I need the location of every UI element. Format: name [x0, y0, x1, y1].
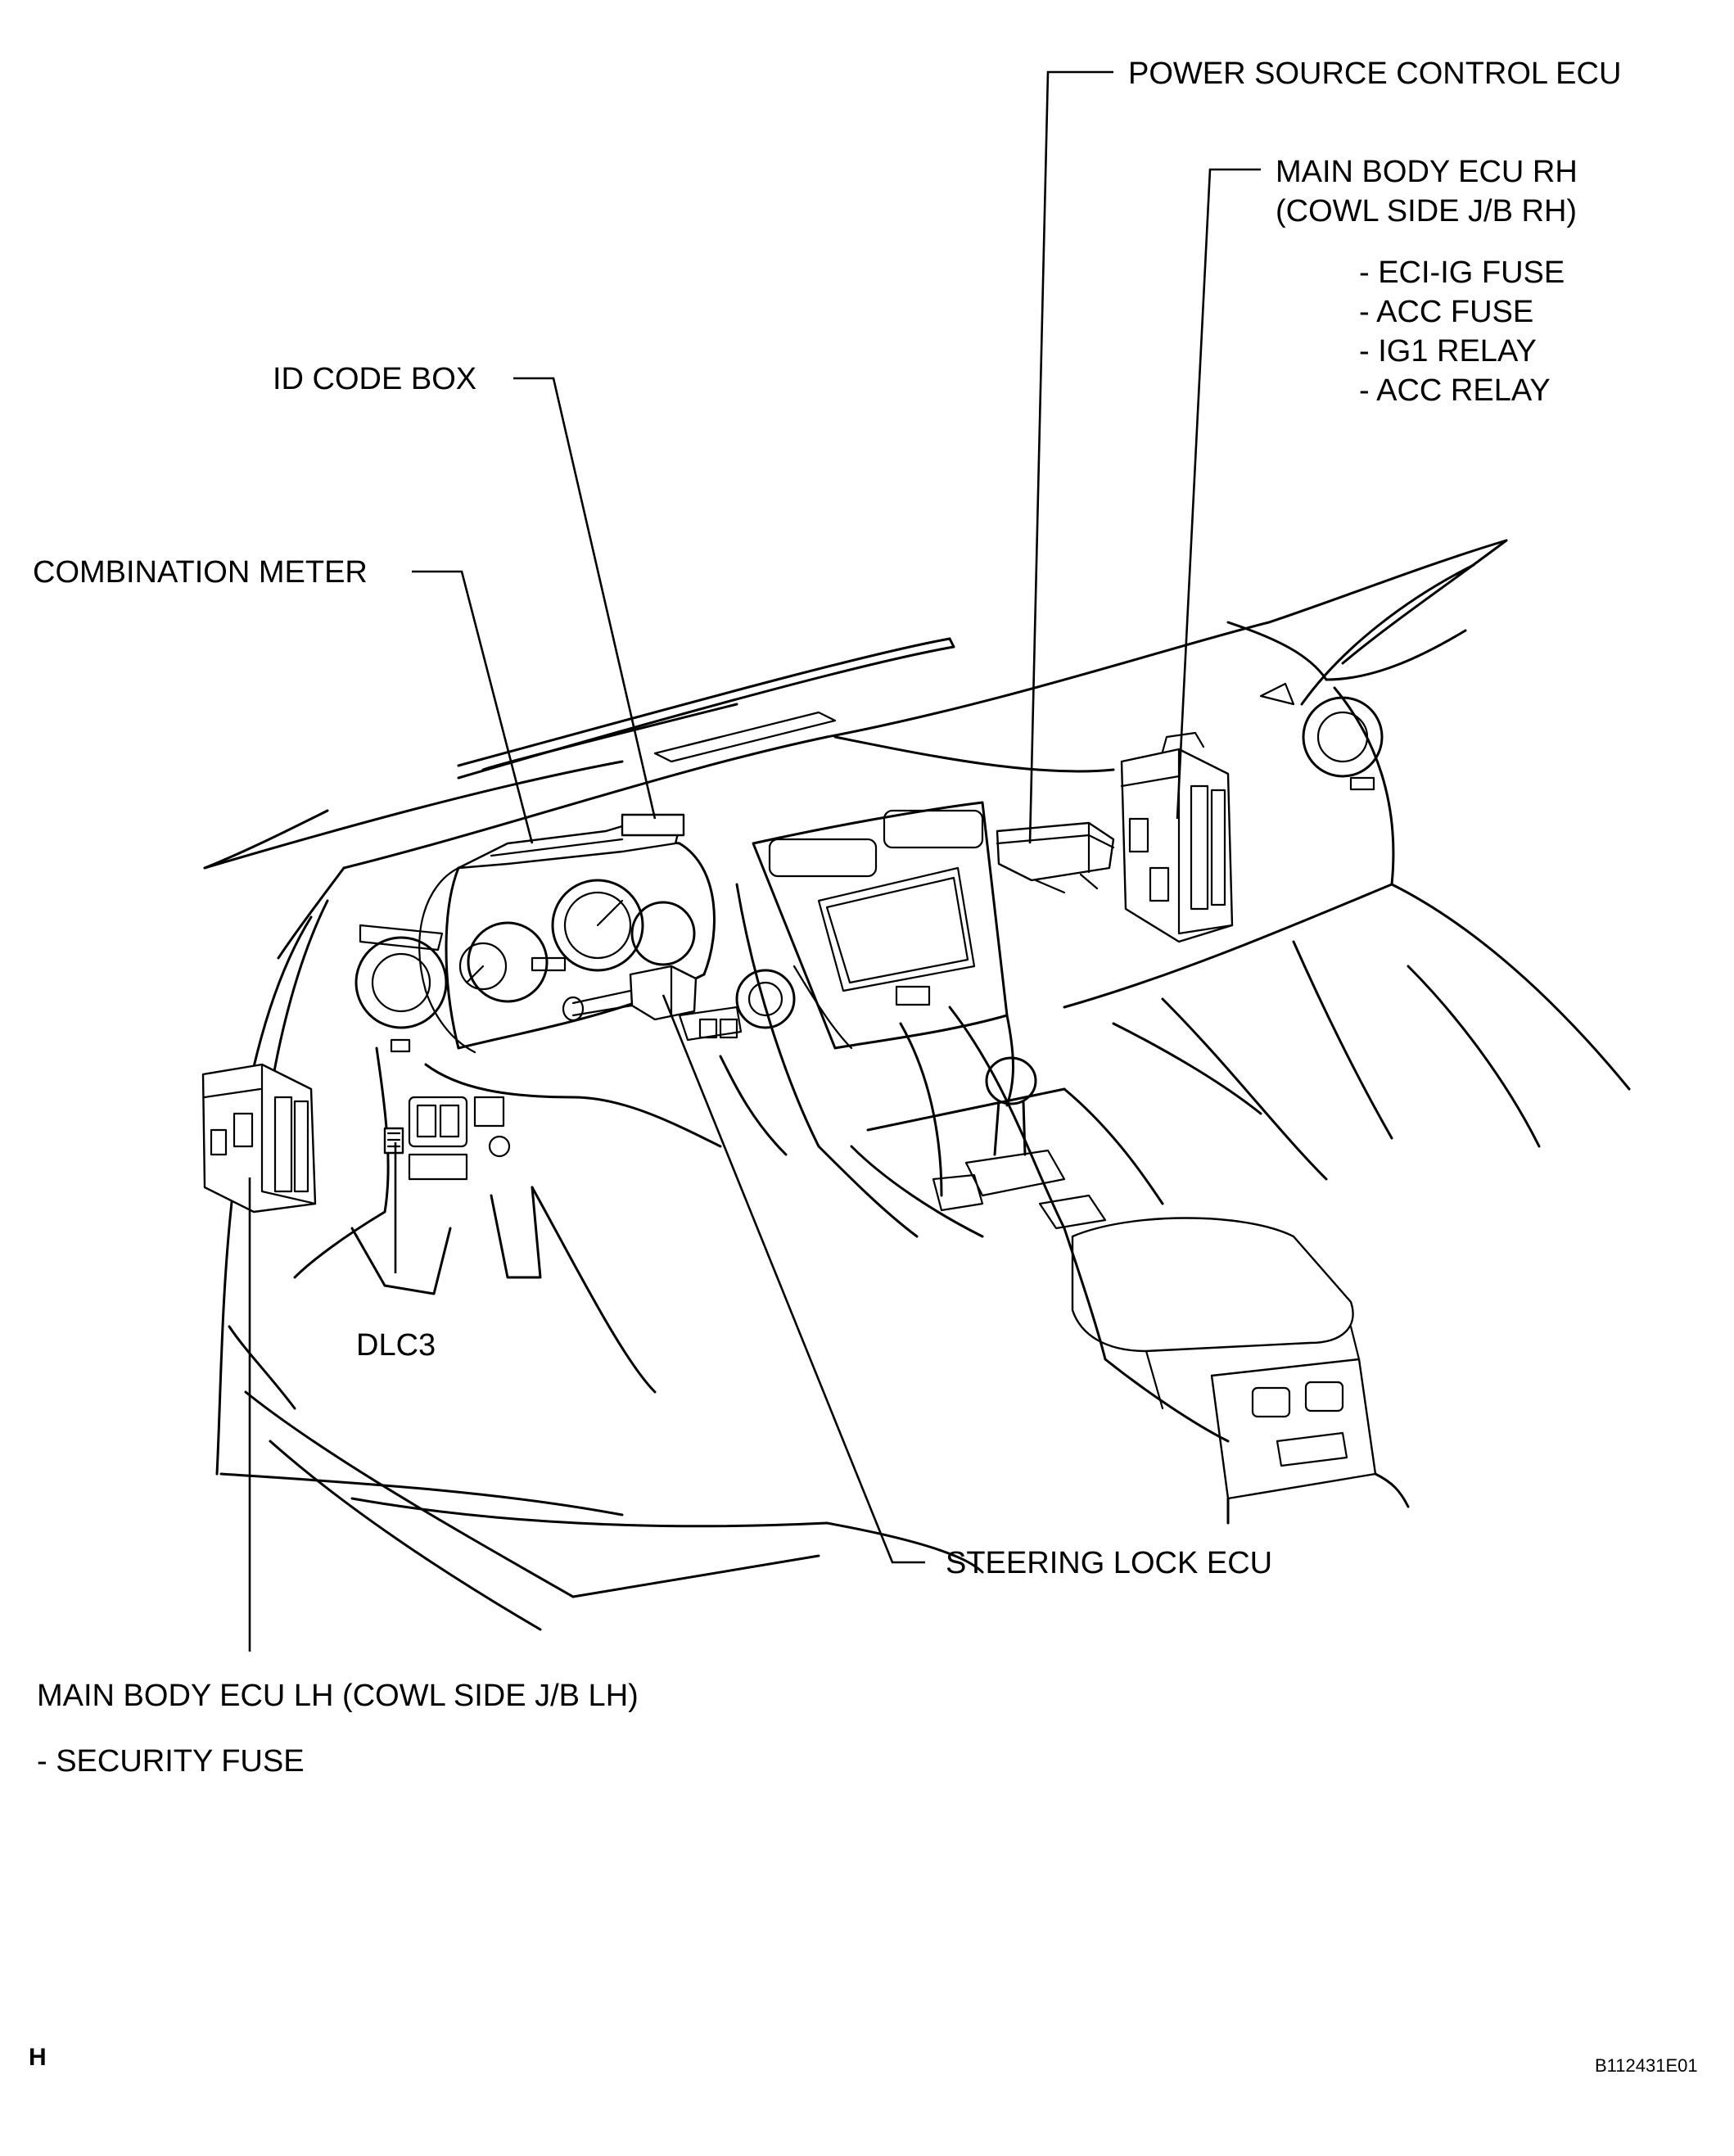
label-lh-item: - SECURITY FUSE [37, 1744, 305, 1779]
section-letter: H [29, 2044, 47, 2071]
dashboard-line-art [203, 539, 1631, 1631]
label-rh-item-2: - ACC FUSE [1359, 295, 1533, 329]
label-power-source-control-ecu: POWER SOURCE CONTROL ECU [1128, 56, 1621, 91]
callout-labels: POWER SOURCE CONTROL ECU MAIN BODY ECU R… [33, 56, 1621, 1779]
power-source-control-ecu-part [996, 821, 1115, 894]
leader-id-code-box [513, 377, 657, 820]
label-steering-lock-ecu: STEERING LOCK ECU [946, 1546, 1272, 1580]
label-rh-item-1: - ECI-IG FUSE [1359, 255, 1565, 290]
label-main-body-ecu-lh: MAIN BODY ECU LH (COWL SIDE J/B LH) [37, 1679, 639, 1713]
label-rh-item-3: - IG1 RELAY [1359, 334, 1537, 368]
main-body-ecu-rh-part [1120, 731, 1234, 943]
label-combination-meter: COMBINATION METER [33, 555, 368, 590]
figure-code: B112431E01 [1595, 2055, 1698, 2076]
label-id-code-box: ID CODE BOX [273, 362, 476, 396]
steering-lock-ecu-part [562, 965, 698, 1022]
label-dlc3: DLC3 [356, 1328, 436, 1363]
leader-combination-meter [412, 570, 534, 844]
footer: H B112431E01 [29, 2044, 1698, 2076]
label-rh-item-4: - ACC RELAY [1359, 373, 1551, 408]
dlc3-part [383, 1127, 404, 1155]
leader-power-source-control-ecu [1028, 70, 1113, 844]
leader-steering-lock-ecu [662, 994, 925, 1564]
label-main-body-ecu-rh-line1: MAIN BODY ECU RH [1276, 155, 1578, 189]
leader-main-body-ecu-rh [1176, 168, 1261, 820]
main-body-ecu-lh-part [201, 1063, 317, 1214]
label-main-body-ecu-rh-line2: (COWL SIDE J/B RH) [1276, 194, 1577, 228]
leader-lines [248, 70, 1261, 1652]
